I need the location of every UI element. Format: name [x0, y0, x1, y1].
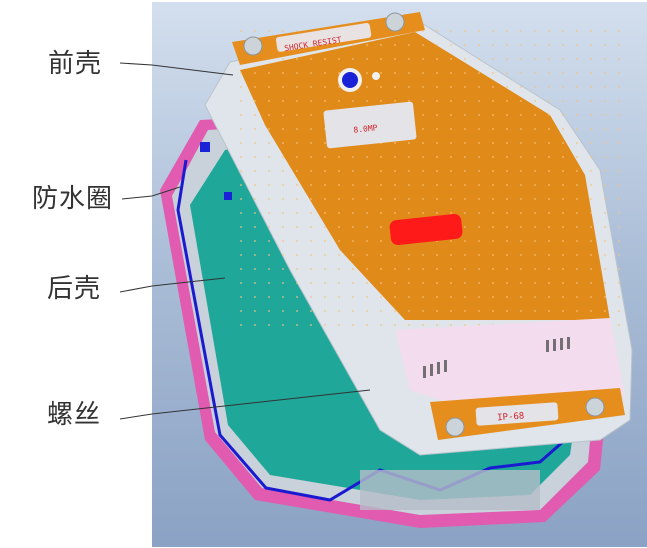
- leader-back-shell: [152, 277, 226, 287]
- leader-waterproof-ring: [152, 186, 181, 197]
- cad-render-viewport: SHOCK RESIST 8.0MP IP-68: [152, 2, 647, 547]
- red-slot: [389, 213, 463, 245]
- front-shell-part: SHOCK RESIST 8.0MP IP-68: [204, 12, 633, 456]
- camera-lens-icon: [342, 72, 358, 88]
- leader-front-shell: [152, 64, 234, 76]
- leader-lines: [152, 64, 371, 415]
- leader-screw: [152, 389, 371, 415]
- label-waterproof-ring: 防水圈: [32, 184, 114, 214]
- label-screw: 螺丝: [47, 400, 102, 430]
- ip68-marking: IP-68: [497, 412, 525, 424]
- camera-plate-marking: 8.0MP: [353, 123, 378, 134]
- label-back-shell: 后壳: [47, 274, 102, 304]
- label-front-shell: 前壳: [48, 49, 103, 79]
